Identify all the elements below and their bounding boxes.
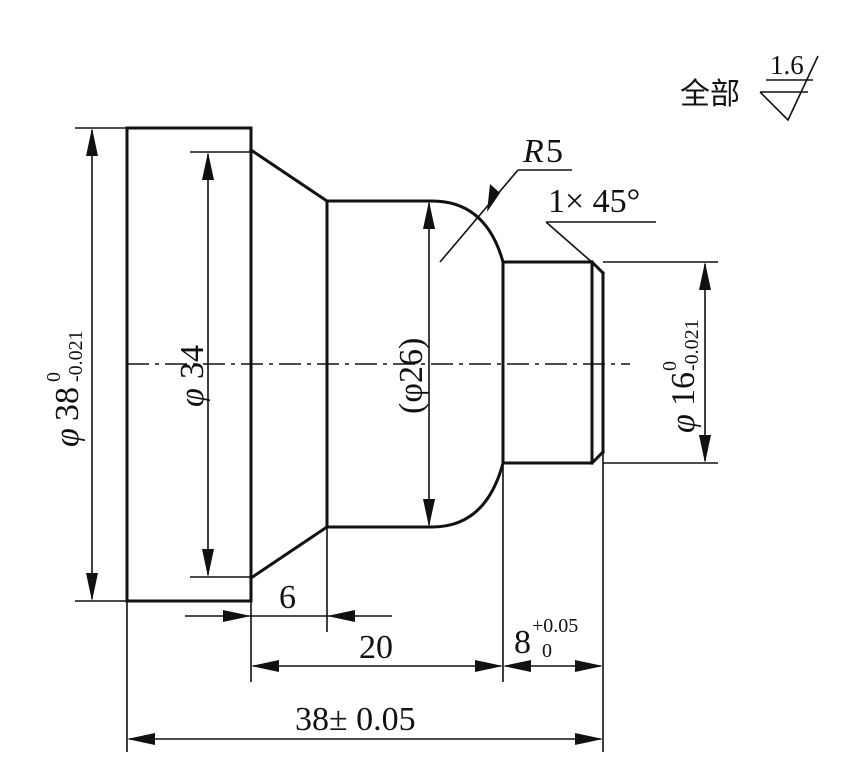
fillet-upper [430, 199, 505, 264]
arrow-body-left [251, 660, 279, 672]
end-length-lower-tol: 0 [542, 640, 552, 662]
outer-diameter-label: φ 38 0 -0.021 [43, 330, 87, 447]
total-length-label: 38± 0.05 [295, 701, 416, 738]
finish-scope-label: 全部 [680, 77, 740, 112]
end-diameter-label: φ 16 0 -0.021 [659, 319, 703, 433]
middle-diameter-text: (φ26) [393, 338, 430, 414]
end-diameter-symbol: φ [665, 414, 702, 433]
chamfer-leader [545, 221, 595, 265]
dimension-texts: φ 38 0 -0.021 φ 34 (φ26) φ 16 0 -0.021 R… [43, 133, 703, 738]
arrow-total-right [575, 733, 603, 745]
shoulder-diameter-symbol: φ [174, 388, 211, 407]
shoulder-diameter-label: φ 34 [174, 345, 211, 407]
leaders [439, 169, 656, 265]
fillet-radius-value: 5 [546, 133, 563, 170]
finish-check-mark [759, 55, 819, 122]
diameter-dimension-lines [86, 128, 711, 601]
part-outline [125, 126, 606, 603]
chamfer-label: 1× 45° [548, 183, 640, 220]
middle-diameter-label: (φ26) [393, 338, 430, 414]
end-length-value: 8 [514, 624, 531, 661]
arrow-outer-bottom [86, 573, 98, 601]
length-dimension-lines [127, 610, 603, 745]
finish-value: 1.6 [770, 50, 804, 80]
end-length-upper-tol: +0.05 [532, 615, 578, 637]
body-length-label: 20 [359, 629, 393, 666]
arrow-end-top [699, 262, 711, 290]
arrow-end-right [575, 660, 603, 672]
extension-lines [75, 127, 718, 752]
end-diameter-value: 16 [665, 372, 702, 406]
fillet-leader-arrow [487, 184, 500, 212]
arrow-flange-left [223, 610, 251, 622]
arrow-body-right [475, 660, 503, 672]
taper-lower-edge [248, 524, 330, 581]
arrow-middle-bottom [423, 499, 435, 527]
shoulder-diameter-value: 34 [174, 345, 211, 379]
outer-diameter-upper-tol: 0 [43, 372, 65, 382]
arrow-outer-top [86, 128, 98, 156]
arrow-middle-top [423, 201, 435, 229]
surface-finish-symbol: 1.6 全部 [680, 50, 819, 122]
taper-upper-edge [248, 147, 330, 204]
outer-diameter-symbol: φ [49, 428, 86, 447]
arrow-end-bottom [699, 435, 711, 463]
arrow-shoulder-bottom [202, 549, 214, 577]
outer-diameter-value: 38 [49, 387, 86, 421]
arrow-end-left [503, 660, 531, 672]
end-diameter-upper-tol: 0 [659, 361, 681, 371]
flange-length-label: 6 [279, 579, 296, 616]
fillet-leader [439, 169, 519, 263]
outer-diameter-lower-tol: -0.021 [65, 330, 87, 382]
arrow-flange-right [327, 610, 355, 622]
fillet-radius-letter: R [522, 133, 544, 170]
arrow-total-left [127, 733, 155, 745]
chamfer-lower [589, 449, 606, 466]
fillet-lower [430, 461, 505, 529]
end-diameter-lower-tol: -0.021 [681, 319, 703, 371]
arrow-shoulder-top [202, 152, 214, 180]
